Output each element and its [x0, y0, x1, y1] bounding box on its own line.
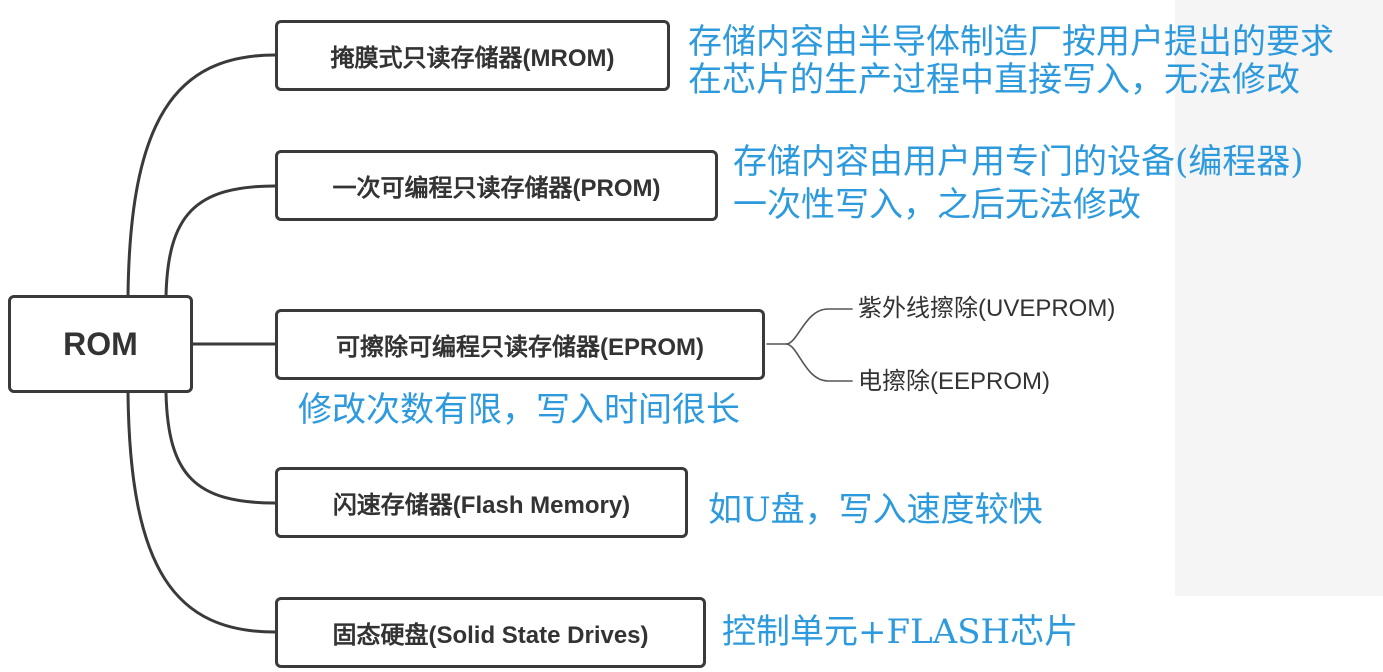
- branch-node-flash[interactable]: 闪速存储器(Flash Memory): [275, 467, 688, 538]
- note-flash: 如U盘，写入速度较快: [708, 490, 1043, 530]
- branch-label: 掩膜式只读存储器(MROM): [330, 45, 615, 72]
- note-line: 一次性写入，之后无法修改: [733, 185, 1141, 225]
- note-eprom: 修改次数有限，写入时间很长: [298, 390, 740, 430]
- branch-label: 一次可编程只读存储器(PROM): [332, 175, 661, 202]
- connector-root-flash: [164, 391, 277, 505]
- subbranch-eeprom[interactable]: 电擦除(EEPROM): [858, 368, 1050, 395]
- branch-label: 固态硬盘(Solid State Drives): [332, 622, 649, 649]
- branch-label: 闪速存储器(Flash Memory): [332, 492, 631, 519]
- note-line: 存储内容由用户用专门的设备(编程器): [733, 142, 1304, 182]
- branch-node-eprom[interactable]: 可擦除可编程只读存储器(EPROM): [275, 309, 765, 380]
- note-prom: 存储内容由用户用专门的设备(编程器) 一次性写入，之后无法修改: [733, 141, 1304, 227]
- note-line: 控制单元+FLASH芯片: [722, 612, 1079, 652]
- connector-eprom-uveprom: [766, 308, 853, 345]
- note-mrom: 存储内容由半导体制造厂按用户提出的要求 在芯片的生产过程中直接写入，无法修改: [688, 23, 1334, 99]
- note-line: 如U盘，写入速度较快: [708, 490, 1043, 530]
- root-label: ROM: [63, 325, 138, 362]
- side-panel: [1175, 0, 1383, 596]
- branch-label: 可擦除可编程只读存储器(EPROM): [336, 334, 704, 361]
- subbranch-uveprom[interactable]: 紫外线擦除(UVEPROM): [858, 295, 1116, 322]
- note-line: 修改次数有限，写入时间很长: [298, 390, 740, 430]
- branch-node-prom[interactable]: 一次可编程只读存储器(PROM): [275, 150, 718, 221]
- root-node[interactable]: ROM: [8, 295, 193, 393]
- connector-eprom-eeprom: [785, 343, 853, 382]
- note-line: 存储内容由半导体制造厂按用户提出的要求: [688, 22, 1334, 62]
- connector-root-prom: [164, 184, 277, 298]
- branch-node-ssd[interactable]: 固态硬盘(Solid State Drives): [275, 597, 706, 668]
- note-line: 在芯片的生产过程中直接写入，无法修改: [688, 60, 1300, 100]
- note-ssd: 控制单元+FLASH芯片: [722, 612, 1078, 652]
- branch-node-mrom[interactable]: 掩膜式只读存储器(MROM): [275, 20, 670, 91]
- connector-root-mrom: [126, 53, 277, 298]
- connector-root-ssd: [126, 391, 277, 634]
